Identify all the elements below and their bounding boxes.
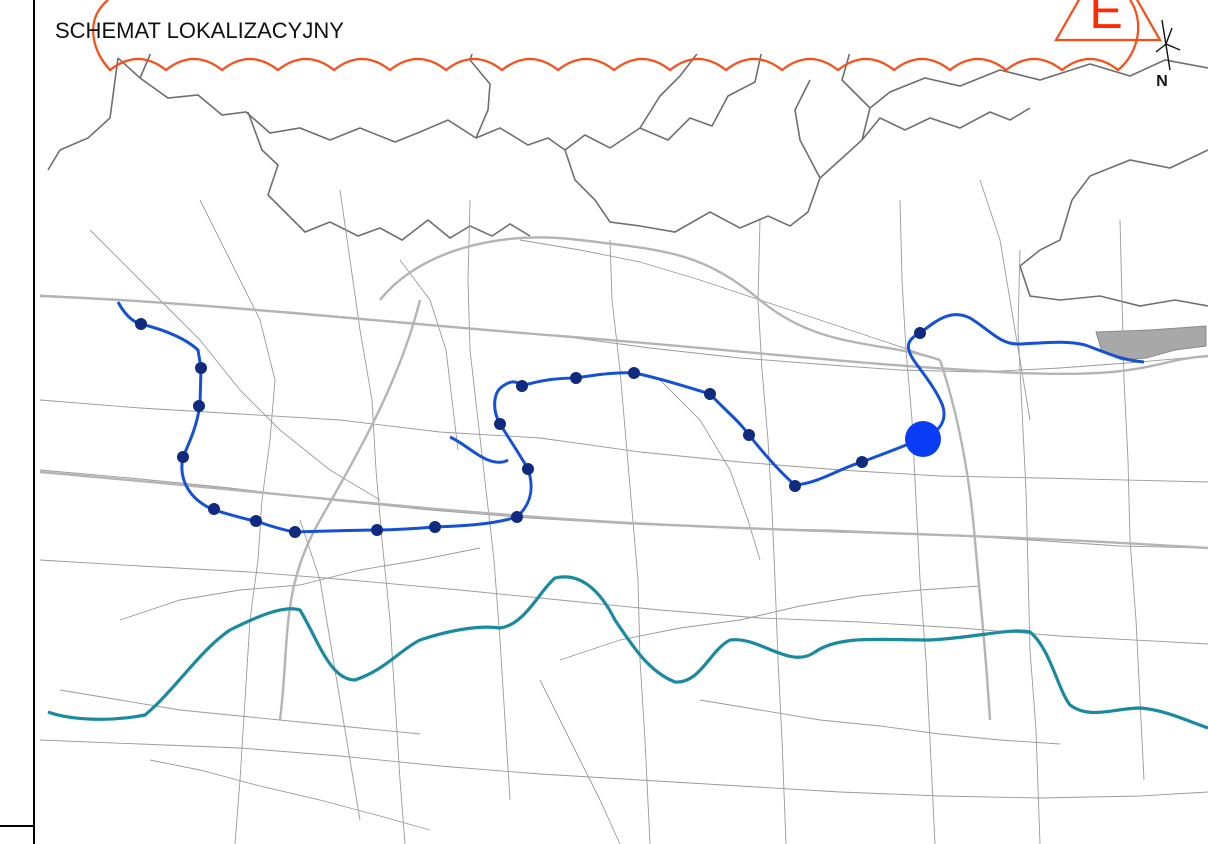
major-roads	[39, 236, 1208, 721]
route-stop[interactable]	[570, 372, 582, 384]
route-stop[interactable]	[704, 388, 716, 400]
route-spur	[449, 435, 509, 464]
route-stop[interactable]	[628, 367, 640, 379]
route-stop[interactable]	[856, 456, 868, 468]
route-stop[interactable]	[250, 515, 262, 527]
route-stop[interactable]	[516, 380, 528, 392]
title-band	[36, 0, 1208, 54]
revision-triangle-icon	[1054, 0, 1162, 42]
route-stop[interactable]	[193, 400, 205, 412]
route-stop[interactable]	[195, 362, 207, 374]
north-arrow-icon	[1155, 19, 1181, 71]
route-stops	[135, 318, 926, 538]
route-stop[interactable]	[743, 429, 755, 441]
route-terminal[interactable]	[905, 421, 941, 457]
route-stop[interactable]	[494, 418, 506, 430]
route-stop[interactable]	[914, 327, 926, 339]
route-stop[interactable]	[789, 480, 801, 492]
route-stop[interactable]	[371, 524, 383, 536]
sheet-frame	[0, 0, 35, 844]
route-stop[interactable]	[429, 521, 441, 533]
sheet-letter: E	[1089, 0, 1123, 39]
river	[47, 575, 1208, 730]
route-stop[interactable]	[208, 503, 220, 515]
route-stop[interactable]	[289, 526, 301, 538]
route-west-branch	[116, 301, 518, 534]
north-label: N	[1156, 71, 1168, 88]
route-stop[interactable]	[522, 463, 534, 475]
route-stop[interactable]	[135, 318, 147, 330]
route-loop	[493, 331, 946, 519]
map-title: SCHEMAT LOKALIZACYJNY	[55, 18, 344, 43]
revision-cloud	[92, 0, 1140, 72]
transit-route	[116, 301, 1145, 538]
route-east-branch	[919, 313, 1145, 364]
route-stop[interactable]	[511, 511, 523, 523]
route-stop[interactable]	[177, 451, 189, 463]
